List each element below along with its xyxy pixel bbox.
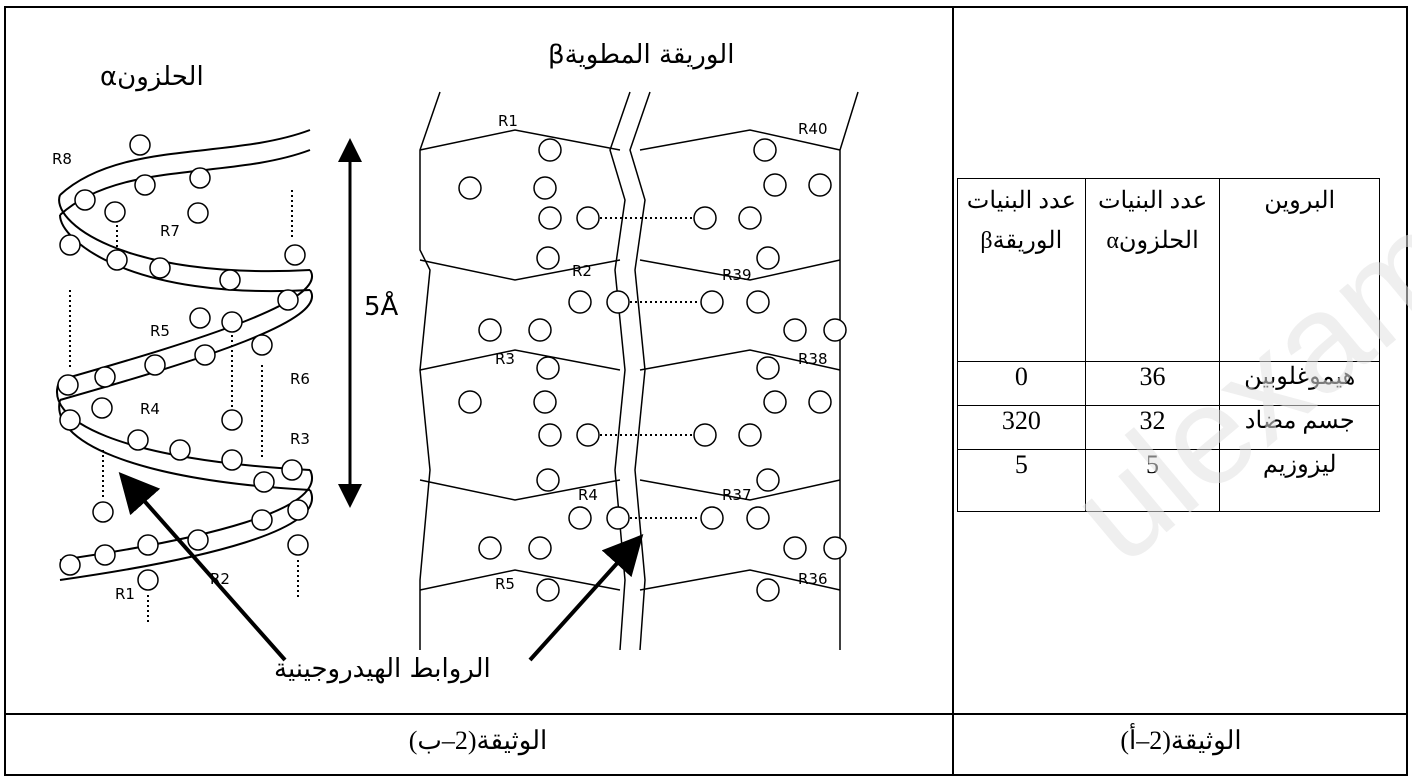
table-row: ليزوزيم 5 5 [957, 449, 1380, 512]
sheet-r-label: R4 [578, 486, 598, 504]
caption-doc-a: الوثيقة(2–أ) [1120, 726, 1242, 755]
sheet-r-label: R5 [495, 575, 515, 593]
helix-r-label: R5 [150, 322, 170, 340]
sheet-hbonds [600, 217, 700, 519]
helix-hbonds [69, 190, 299, 625]
column-divider [952, 6, 954, 776]
hydrogen-bonds-label: الروابط الهيدروجينية [274, 654, 491, 684]
sheet-r-label: R39 [722, 266, 752, 284]
helix-r-label: R2 [210, 570, 230, 588]
helix-r-label: R3 [290, 430, 310, 448]
distance-label: 5Å [364, 292, 399, 322]
sheet-r-label: R2 [572, 262, 592, 280]
helix-r-label: R7 [160, 222, 180, 240]
helix-r-label: R8 [52, 150, 72, 168]
header-protein: البروين [1219, 178, 1380, 362]
sheet-title: الوريقة المطويةβ [548, 40, 735, 70]
table-header-row: البروين عدد البنيات الحلزونα عدد البنيات… [957, 178, 1380, 362]
helix-r-label: R6 [290, 370, 310, 388]
sheet-r-label: R1 [498, 112, 518, 130]
helix-atoms [57, 134, 309, 591]
table-row: هيموغلوبين 36 0 [957, 361, 1380, 406]
document-frame [4, 6, 1408, 776]
helix-r-label: R1 [115, 585, 135, 603]
cell-alpha: 32 [1084, 405, 1221, 450]
cell-beta: 320 [957, 405, 1086, 450]
cell-alpha: 5 [1084, 449, 1221, 512]
protein-table: البروين عدد البنيات الحلزونα عدد البنيات… [957, 178, 1380, 512]
caption-doc-b: الوثيقة(2–ب) [408, 726, 548, 755]
cell-alpha: 36 [1084, 361, 1221, 406]
cell-protein: ليزوزيم [1219, 449, 1380, 512]
beta-sheet-drawing [419, 91, 859, 651]
header-alpha-count: عدد البنيات الحلزونα [1084, 178, 1221, 362]
sheet-r-label: R40 [798, 120, 828, 138]
helix-r-label: R4 [140, 400, 160, 418]
bond-arrow-right [528, 534, 644, 662]
caption-divider [4, 713, 1408, 715]
cell-beta: 5 [957, 449, 1086, 512]
bond-arrow-left [118, 472, 287, 662]
sheet-r-label: R3 [495, 350, 515, 368]
helix-title: الحلزونα [100, 62, 204, 92]
sheet-r-label: R37 [722, 486, 752, 504]
sheet-r-label: R38 [798, 350, 828, 368]
header-beta-count: عدد البنيات الوريقةβ [957, 178, 1086, 362]
sheet-atoms [458, 138, 847, 602]
sheet-r-label: R36 [798, 570, 828, 588]
